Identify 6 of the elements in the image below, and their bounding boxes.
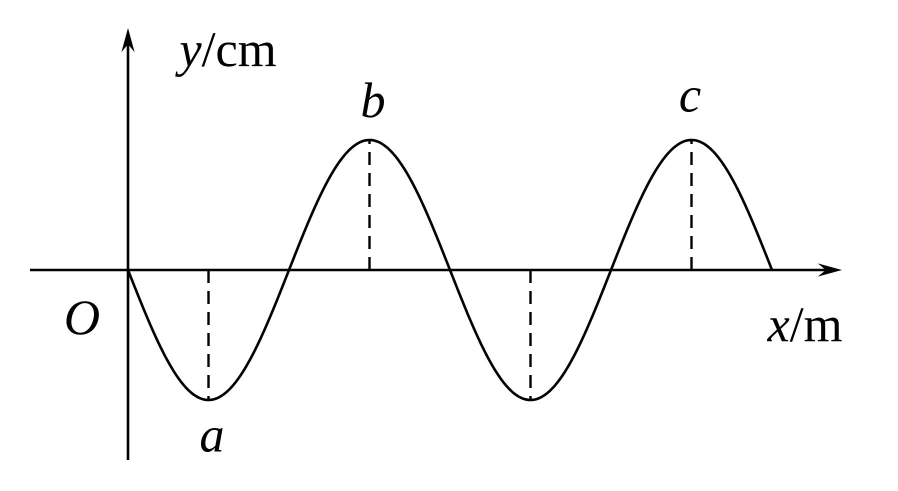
axis-label: y/cm <box>175 33 276 77</box>
axis-label: x/m <box>766 308 842 342</box>
point-label: b <box>362 82 384 118</box>
point-label: a <box>201 428 223 452</box>
origin-label: O <box>66 301 99 335</box>
point-label: c <box>680 88 701 112</box>
